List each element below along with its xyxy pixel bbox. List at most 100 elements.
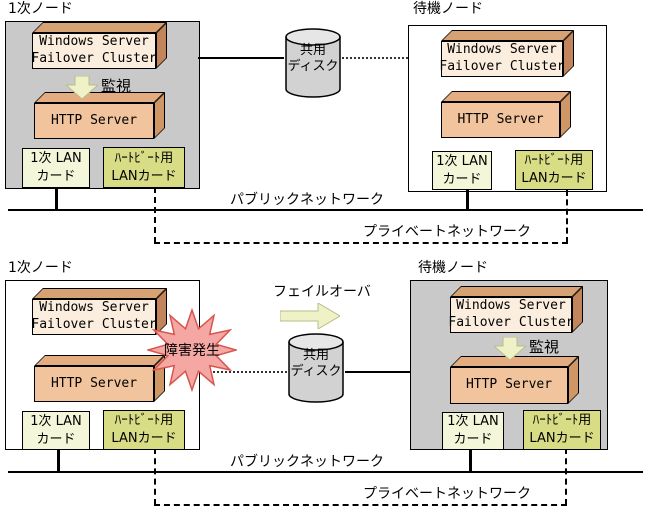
heartbeat-lan-line2: LANカード (529, 431, 595, 446)
wsfc-label-line2: Failover Cluster (31, 317, 157, 332)
shared-disk-label: 共用 ディスク (284, 43, 342, 76)
public-link-bottom-right (469, 448, 472, 472)
private-link-top-left (154, 187, 156, 243)
shared-disk-line1: 共用 (302, 348, 329, 363)
primary-lan-card-bottom-right: 1次 LAN カード (442, 412, 504, 450)
wsfc-label-line2: Failover Cluster (439, 59, 565, 74)
box-front-face: HTTP Server (34, 366, 154, 402)
heartbeat-lan-card-bottom-right: ﾊｰﾄﾋﾞｰﾄ用 LANカード (523, 410, 601, 450)
primary-lan-line2: カード (36, 169, 76, 184)
public-network-label-bottom: パブリックネットワーク (230, 454, 384, 470)
private-link-bottom-right (565, 448, 567, 505)
box-front-face: Windows Server Failover Cluster (439, 41, 565, 77)
http-server-label: HTTP Server (50, 112, 138, 128)
heartbeat-lan-line1: ﾊｰﾄﾋﾞｰﾄ用 (532, 413, 592, 429)
box-top-face (441, 30, 574, 41)
primary-node-label-top: 1次ノード (8, 1, 73, 17)
public-link-bottom-left (57, 448, 60, 472)
shared-disk-line1: 共用 (299, 43, 326, 58)
public-link-top-right (466, 190, 469, 210)
box-front-face: HTTP Server (441, 102, 560, 138)
http-server-box-bottom-standby: HTTP Server (450, 356, 579, 404)
failover-arrow-icon (280, 303, 340, 329)
monitor-label-top: 監視 (101, 77, 132, 95)
primary-node-label-bottom: 1次ノード (8, 260, 73, 276)
wsfc-box-top-primary: Windows Server Failover Cluster (31, 22, 167, 69)
box-front-face: Windows Server Failover Cluster (31, 299, 157, 335)
disk-link-solid-top (198, 57, 284, 59)
primary-lan-card-top-left: 1次 LAN カード (22, 148, 90, 188)
primary-lan-card-top-right: 1次 LAN カード (432, 151, 492, 190)
http-server-label: HTTP Server (50, 375, 138, 391)
public-network-label-top: パブリックネットワーク (230, 192, 384, 208)
wsfc-label-line1: Windows Server (456, 298, 566, 314)
private-network-line-bottom (154, 504, 567, 506)
primary-lan-line1: 1次 LAN (30, 413, 82, 429)
public-link-top-left (55, 187, 58, 210)
heartbeat-lan-line1: ﾊｰﾄﾋﾞｰﾄ用 (114, 150, 174, 166)
wsfc-box-bottom-standby: Windows Server Failover Cluster (448, 286, 583, 333)
wsfc-label-line1: Windows Server (39, 34, 149, 50)
primary-lan-line2: カード (453, 432, 493, 447)
primary-lan-line2: カード (36, 431, 76, 447)
cylinder-shape (288, 333, 344, 403)
private-network-label-bottom: プライベートネットワーク (363, 486, 531, 502)
shared-disk-cylinder-top: 共用 ディスク (284, 27, 342, 99)
heartbeat-lan-line1: ﾊｰﾄﾋﾞｰﾄ用 (524, 153, 584, 169)
primary-lan-line1: 1次 LAN (447, 414, 499, 430)
heartbeat-lan-line1: ﾊｰﾄﾋﾞｰﾄ用 (114, 413, 174, 429)
shared-disk-cylinder-bottom: 共用 ディスク (287, 332, 345, 404)
failover-label: フェイルオーバ (273, 284, 371, 300)
public-network-line-top (8, 209, 643, 211)
box-top-face (441, 91, 571, 102)
wsfc-box-bottom-primary: Windows Server Failover Cluster (31, 288, 167, 335)
monitor-arrow-icon (66, 76, 98, 99)
box-top-face (34, 92, 165, 103)
primary-lan-line2: カード (442, 171, 482, 187)
http-server-box-top-primary: HTTP Server (34, 92, 165, 139)
http-server-box-bottom-primary: HTTP Server (34, 355, 165, 402)
primary-lan-line1: 1次 LAN (436, 153, 488, 169)
heartbeat-lan-line2: LANカード (521, 171, 587, 186)
failure-starburst: 障害発生 (145, 307, 239, 393)
private-link-top-right (566, 190, 568, 243)
box-front-face: HTTP Server (450, 367, 568, 404)
standby-node-label-top: 待機ノード (413, 1, 483, 17)
private-network-line-top (154, 242, 568, 244)
http-server-label: HTTP Server (457, 111, 544, 127)
public-network-line-bottom (8, 471, 643, 473)
failure-label: 障害発生 (164, 343, 220, 359)
box-front-face: HTTP Server (34, 103, 154, 139)
http-server-label: HTTP Server (465, 377, 553, 393)
shared-disk-line2: ディスク (290, 364, 342, 380)
box-top-face (34, 355, 165, 366)
monitor-label-bottom: 監視 (529, 338, 560, 356)
heartbeat-lan-line2: LANカード (111, 168, 177, 184)
box-front-face: Windows Server Failover Cluster (31, 33, 157, 69)
disk-link-solid-bottom (345, 371, 410, 373)
box-top-face (32, 288, 167, 299)
wsfc-label-line1: Windows Server (447, 42, 557, 58)
heartbeat-lan-card-top-left: ﾊｰﾄﾋﾞｰﾄ用 LANカード (103, 147, 185, 188)
primary-lan-card-bottom-left: 1次 LAN カード (22, 411, 90, 450)
shared-disk-line2: ディスク (287, 59, 339, 75)
wsfc-label-line2: Failover Cluster (448, 315, 574, 330)
box-front-face: Windows Server Failover Cluster (448, 297, 574, 333)
private-link-bottom-left (154, 448, 156, 505)
heartbeat-lan-line2: LANカード (111, 431, 177, 446)
monitor-arrow-icon (494, 337, 526, 360)
private-network-label-top: プライベートネットワーク (363, 224, 531, 240)
heartbeat-lan-card-bottom-left: ﾊｰﾄﾋﾞｰﾄ用 LANカード (103, 410, 185, 450)
wsfc-label-line1: Windows Server (39, 300, 149, 316)
shared-disk-label: 共用 ディスク (287, 348, 345, 381)
wsfc-box-top-standby: Windows Server Failover Cluster (439, 30, 574, 77)
starburst-shape (145, 307, 239, 393)
standby-node-label-bottom: 待機ノード (418, 260, 488, 276)
wsfc-label-line2: Failover Cluster (31, 51, 157, 66)
cylinder-shape (285, 28, 341, 98)
box-top-face (32, 22, 167, 33)
box-top-face (450, 286, 583, 297)
primary-lan-line1: 1次 LAN (30, 151, 82, 167)
heartbeat-lan-card-top-right: ﾊｰﾄﾋﾞｰﾄ用 LANカード (515, 150, 593, 190)
